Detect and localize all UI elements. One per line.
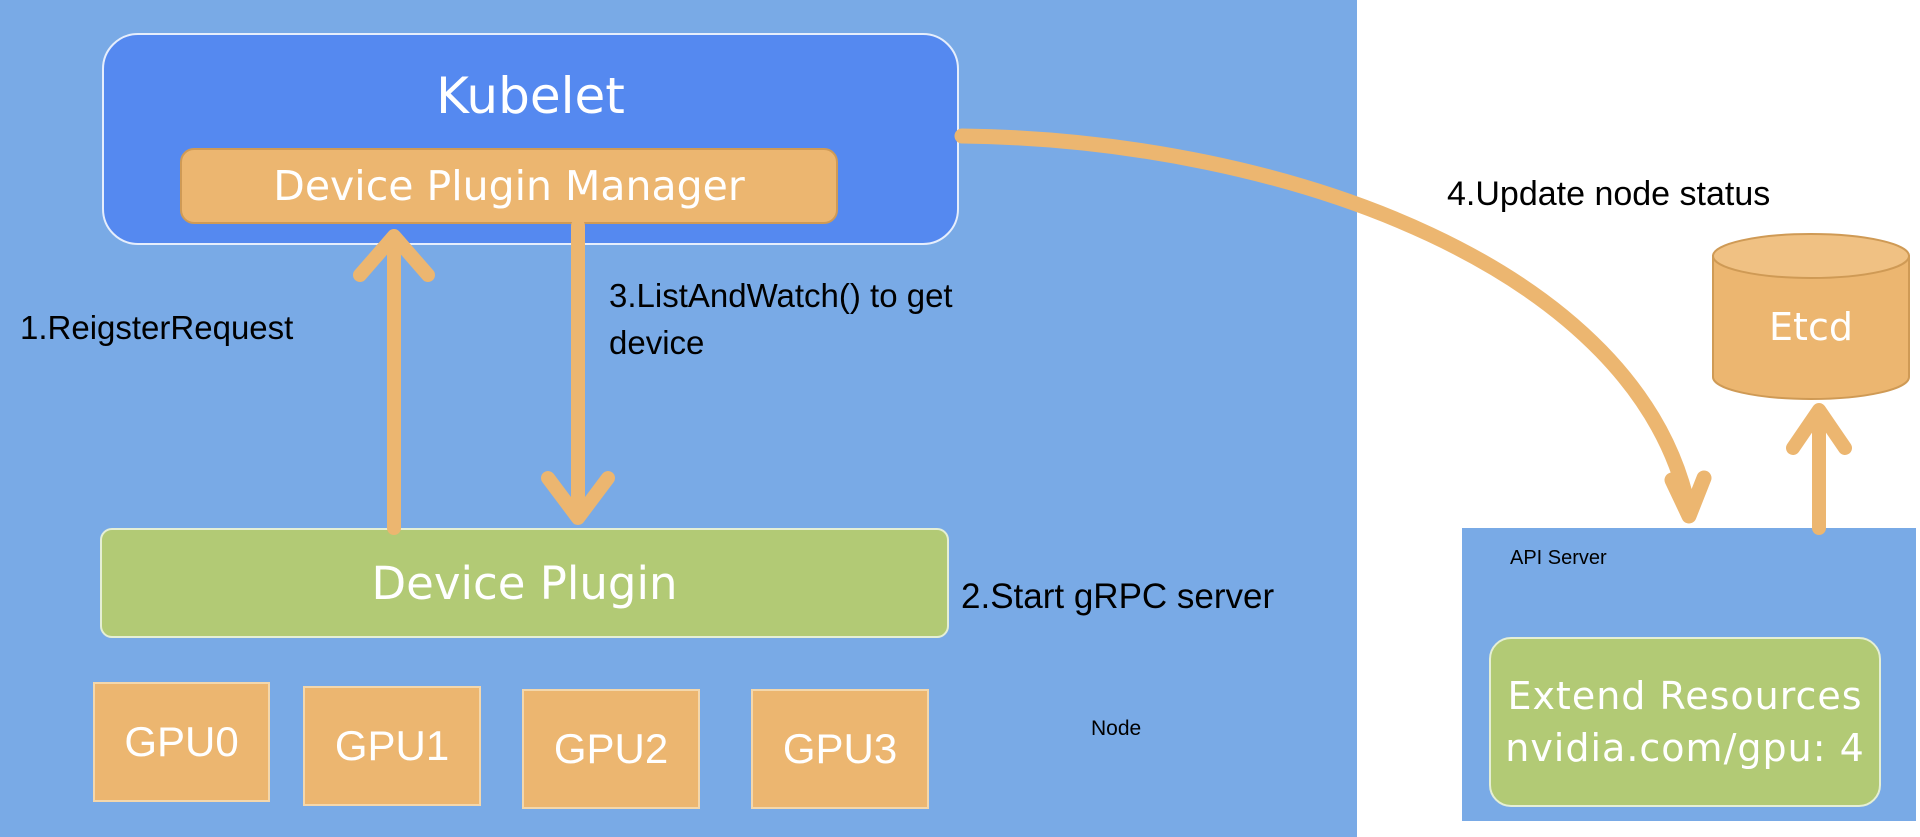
- step-register-label: 1.ReigsterRequest: [20, 309, 294, 346]
- gpu-box: GPU1: [303, 686, 481, 806]
- kubelet-title: Kubelet: [436, 67, 625, 125]
- gpu-label: GPU1: [334, 722, 450, 769]
- etcd-cylinder: [1712, 233, 1910, 400]
- list-watch-arrow: [541, 219, 615, 525]
- node-label: Node: [1091, 717, 1142, 740]
- extend-resources-value: nvidia.com/gpu: 4: [1505, 726, 1865, 770]
- api-server-label: API Server: [1510, 547, 1607, 569]
- etcd-label: Etcd: [1769, 305, 1853, 349]
- gpu-label: GPU3: [782, 725, 898, 772]
- device-plugin-box: Device Plugin: [100, 528, 949, 638]
- register-arrow: [353, 229, 435, 535]
- device-plugin-manager-label: Device Plugin Manager: [273, 162, 745, 210]
- step-list-watch-label: 3.ListAndWatch() to get: [609, 277, 953, 314]
- gpu-box: GPU0: [93, 682, 270, 802]
- api-to-etcd-arrow: [1786, 403, 1852, 535]
- step-list-watch-label-line2: device: [609, 324, 705, 361]
- gpu-box: GPU2: [522, 689, 700, 809]
- step-update-status-label: 4.Update node status: [1447, 175, 1771, 213]
- gpu-box: GPU3: [751, 689, 929, 809]
- extend-resources-box: Extend Resources nvidia.com/gpu: 4: [1489, 637, 1881, 807]
- step-start-grpc-label: 2.Start gRPC server: [961, 577, 1275, 616]
- gpu-label: GPU2: [553, 725, 669, 772]
- extend-resources-label: Extend Resources: [1507, 674, 1863, 718]
- device-plugin-manager: Device Plugin Manager: [180, 148, 838, 224]
- gpu-label: GPU0: [124, 718, 239, 765]
- update-status-arrow: [954, 128, 1712, 524]
- device-plugin-label: Device Plugin: [371, 556, 678, 610]
